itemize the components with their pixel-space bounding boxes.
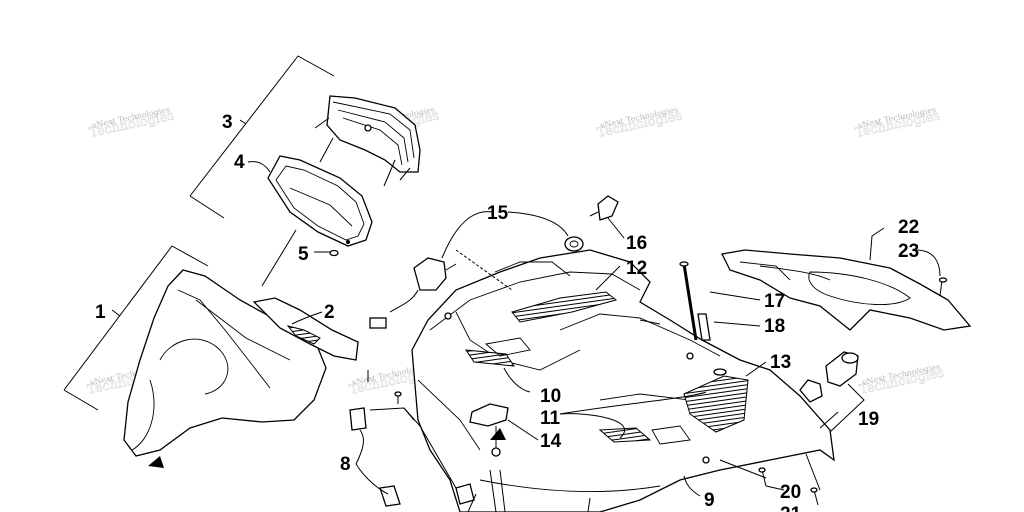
screw [938,277,948,297]
callout-4: 4 [234,152,245,173]
callout-5: 5 [298,244,309,265]
callout-11: 11 [540,408,561,429]
cover-plate [469,403,509,512]
watermark: Technologies vNext Technologies [88,105,176,141]
screws [758,467,819,506]
callout-12: 12 [626,258,647,279]
decal [464,349,516,367]
clips [349,370,475,507]
gauge-housing [267,155,373,247]
decal [683,375,749,433]
watermark: Technologies vNext Technologies [854,105,942,141]
callout-22: 22 [898,217,919,238]
callout-18: 18 [764,316,785,337]
windshield-bracket [252,297,359,361]
decal [511,291,618,323]
callout-16: 16 [626,233,647,254]
callout-20: 20 [780,482,801,503]
callout-2: 2 [324,302,335,323]
windshield [123,269,327,457]
instrument-cluster [314,95,421,187]
watermark: Technologies vNext Technologies [596,105,684,141]
storage-tray [721,249,972,331]
screw [329,249,339,257]
callout-17: 17 [764,291,785,312]
callout-15: 15 [487,203,509,224]
callout-1: 1 [95,302,106,323]
power-outlet [799,351,859,403]
callout-23: 23 [898,241,919,262]
callout-3: 3 [222,112,233,133]
arrow-icon [148,456,164,468]
arrow-icon [490,428,506,440]
callout-8: 8 [340,454,351,475]
front-body-panel [411,249,835,512]
leader-lines [63,55,941,512]
callout-14: 14 [540,431,562,452]
callout-labels: 3 4 5 1 2 15 16 12 22 23 17 18 13 10 11 … [95,112,919,512]
callout-10: 10 [540,386,561,407]
callout-19: 19 [858,409,879,430]
watermark: Technologies vNext Technologies [858,362,946,398]
callout-13: 13 [770,352,791,373]
callout-21: 21 [780,504,802,512]
wiring-harness [369,257,457,329]
ignition-switch [564,195,619,252]
mount-bolt [679,261,711,341]
callout-9: 9 [704,490,715,511]
